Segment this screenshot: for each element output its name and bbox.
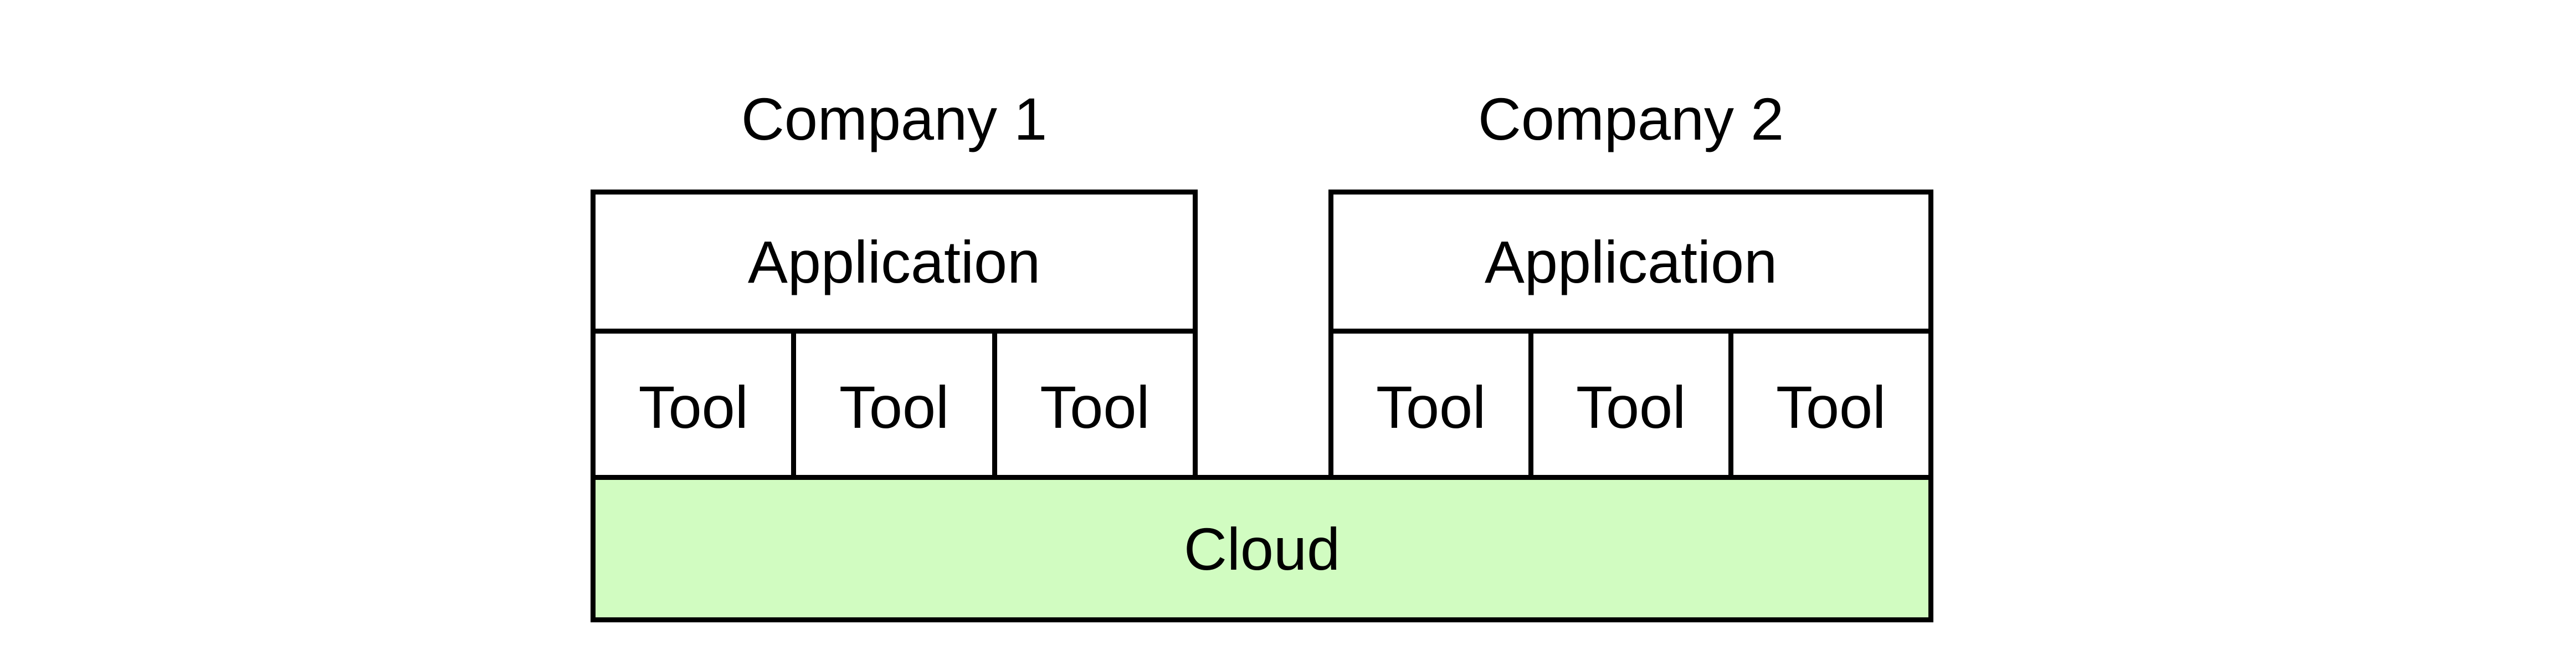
company-2-tool-row: Tool Tool Tool [1333,334,1928,480]
company-2-label: Company 2 [1477,85,1784,152]
tool-label: Tool [1040,373,1150,441]
cloud-bar: Cloud [591,475,1933,622]
company-2-application-label: Application [1484,228,1778,295]
company-1-label: Company 1 [741,85,1048,152]
tool-label: Tool [1376,373,1486,441]
company-2-block: Application Tool Tool Tool [1328,190,1933,480]
tool-label: Tool [638,373,748,441]
tool-label: Tool [839,373,950,441]
company-1-block: Application Tool Tool Tool [591,190,1198,480]
company-1-application-box: Application [596,195,1193,334]
tool-label: Tool [1576,373,1686,441]
company-2-application-box: Application [1333,195,1928,334]
company-1-tool-box-1: Tool [596,334,797,480]
cloud-label: Cloud [1183,515,1341,582]
tool-label: Tool [1776,373,1886,441]
company-2-tool-box-3: Tool [1733,334,1928,480]
company-2-tool-box-2: Tool [1533,334,1733,480]
company-1-tool-row: Tool Tool Tool [596,334,1193,480]
company-1-tool-box-3: Tool [997,334,1193,480]
company-1-application-label: Application [747,228,1041,295]
company-1-tool-box-2: Tool [796,334,997,480]
company-2-tool-box-1: Tool [1333,334,1533,480]
